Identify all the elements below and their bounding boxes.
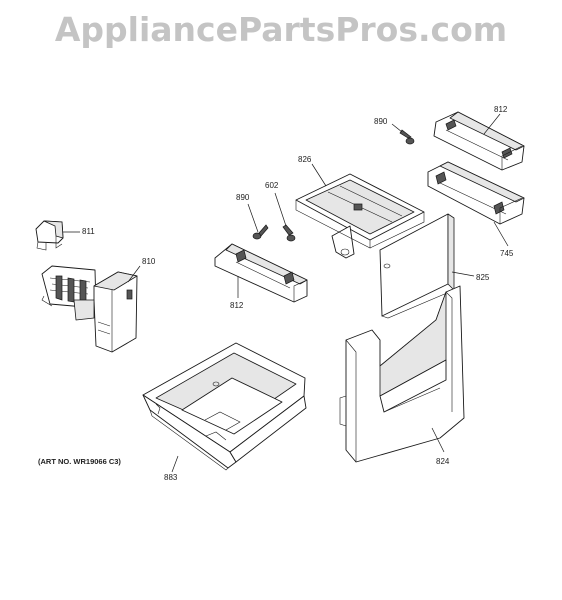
- leader-745: [493, 221, 509, 247]
- part-824[interactable]: [339, 285, 465, 463]
- part-890-top[interactable]: [399, 129, 415, 145]
- callout-810: 810: [142, 257, 156, 266]
- callout-825: 825: [476, 273, 490, 282]
- leader-883: [171, 455, 179, 473]
- callout-812-top: 812: [494, 105, 508, 114]
- art-number: (ART NO. WR19066 C3): [38, 457, 121, 466]
- callout-826: 826: [298, 155, 312, 164]
- leader-825: [451, 271, 475, 277]
- callout-745: 745: [500, 249, 514, 258]
- part-745[interactable]: [427, 161, 525, 225]
- callout-890-middle: 890: [236, 193, 250, 202]
- leader-812-top: [483, 113, 501, 135]
- leader-810: [127, 265, 141, 283]
- part-602[interactable]: [282, 224, 296, 242]
- part-812-top[interactable]: [433, 111, 525, 171]
- callout-890-top: 890: [374, 117, 388, 126]
- part-826[interactable]: [295, 173, 425, 259]
- part-812-middle[interactable]: [214, 243, 308, 303]
- part-890-middle[interactable]: [252, 224, 269, 240]
- callout-812-middle: 812: [230, 301, 244, 310]
- leader-602: [274, 192, 287, 227]
- part-883[interactable]: [142, 342, 307, 471]
- leader-826: [311, 163, 327, 187]
- watermark: AppliancePartsPros.com: [54, 10, 508, 49]
- leader-824: [431, 427, 445, 453]
- leader-890-top: [391, 123, 403, 133]
- part-810[interactable]: [41, 265, 138, 353]
- callout-811: 811: [82, 227, 95, 236]
- callout-824: 824: [436, 457, 450, 466]
- callout-602: 602: [265, 181, 279, 190]
- part-811[interactable]: [35, 220, 64, 251]
- callout-883: 883: [164, 473, 178, 482]
- leader-890-middle: [247, 203, 259, 233]
